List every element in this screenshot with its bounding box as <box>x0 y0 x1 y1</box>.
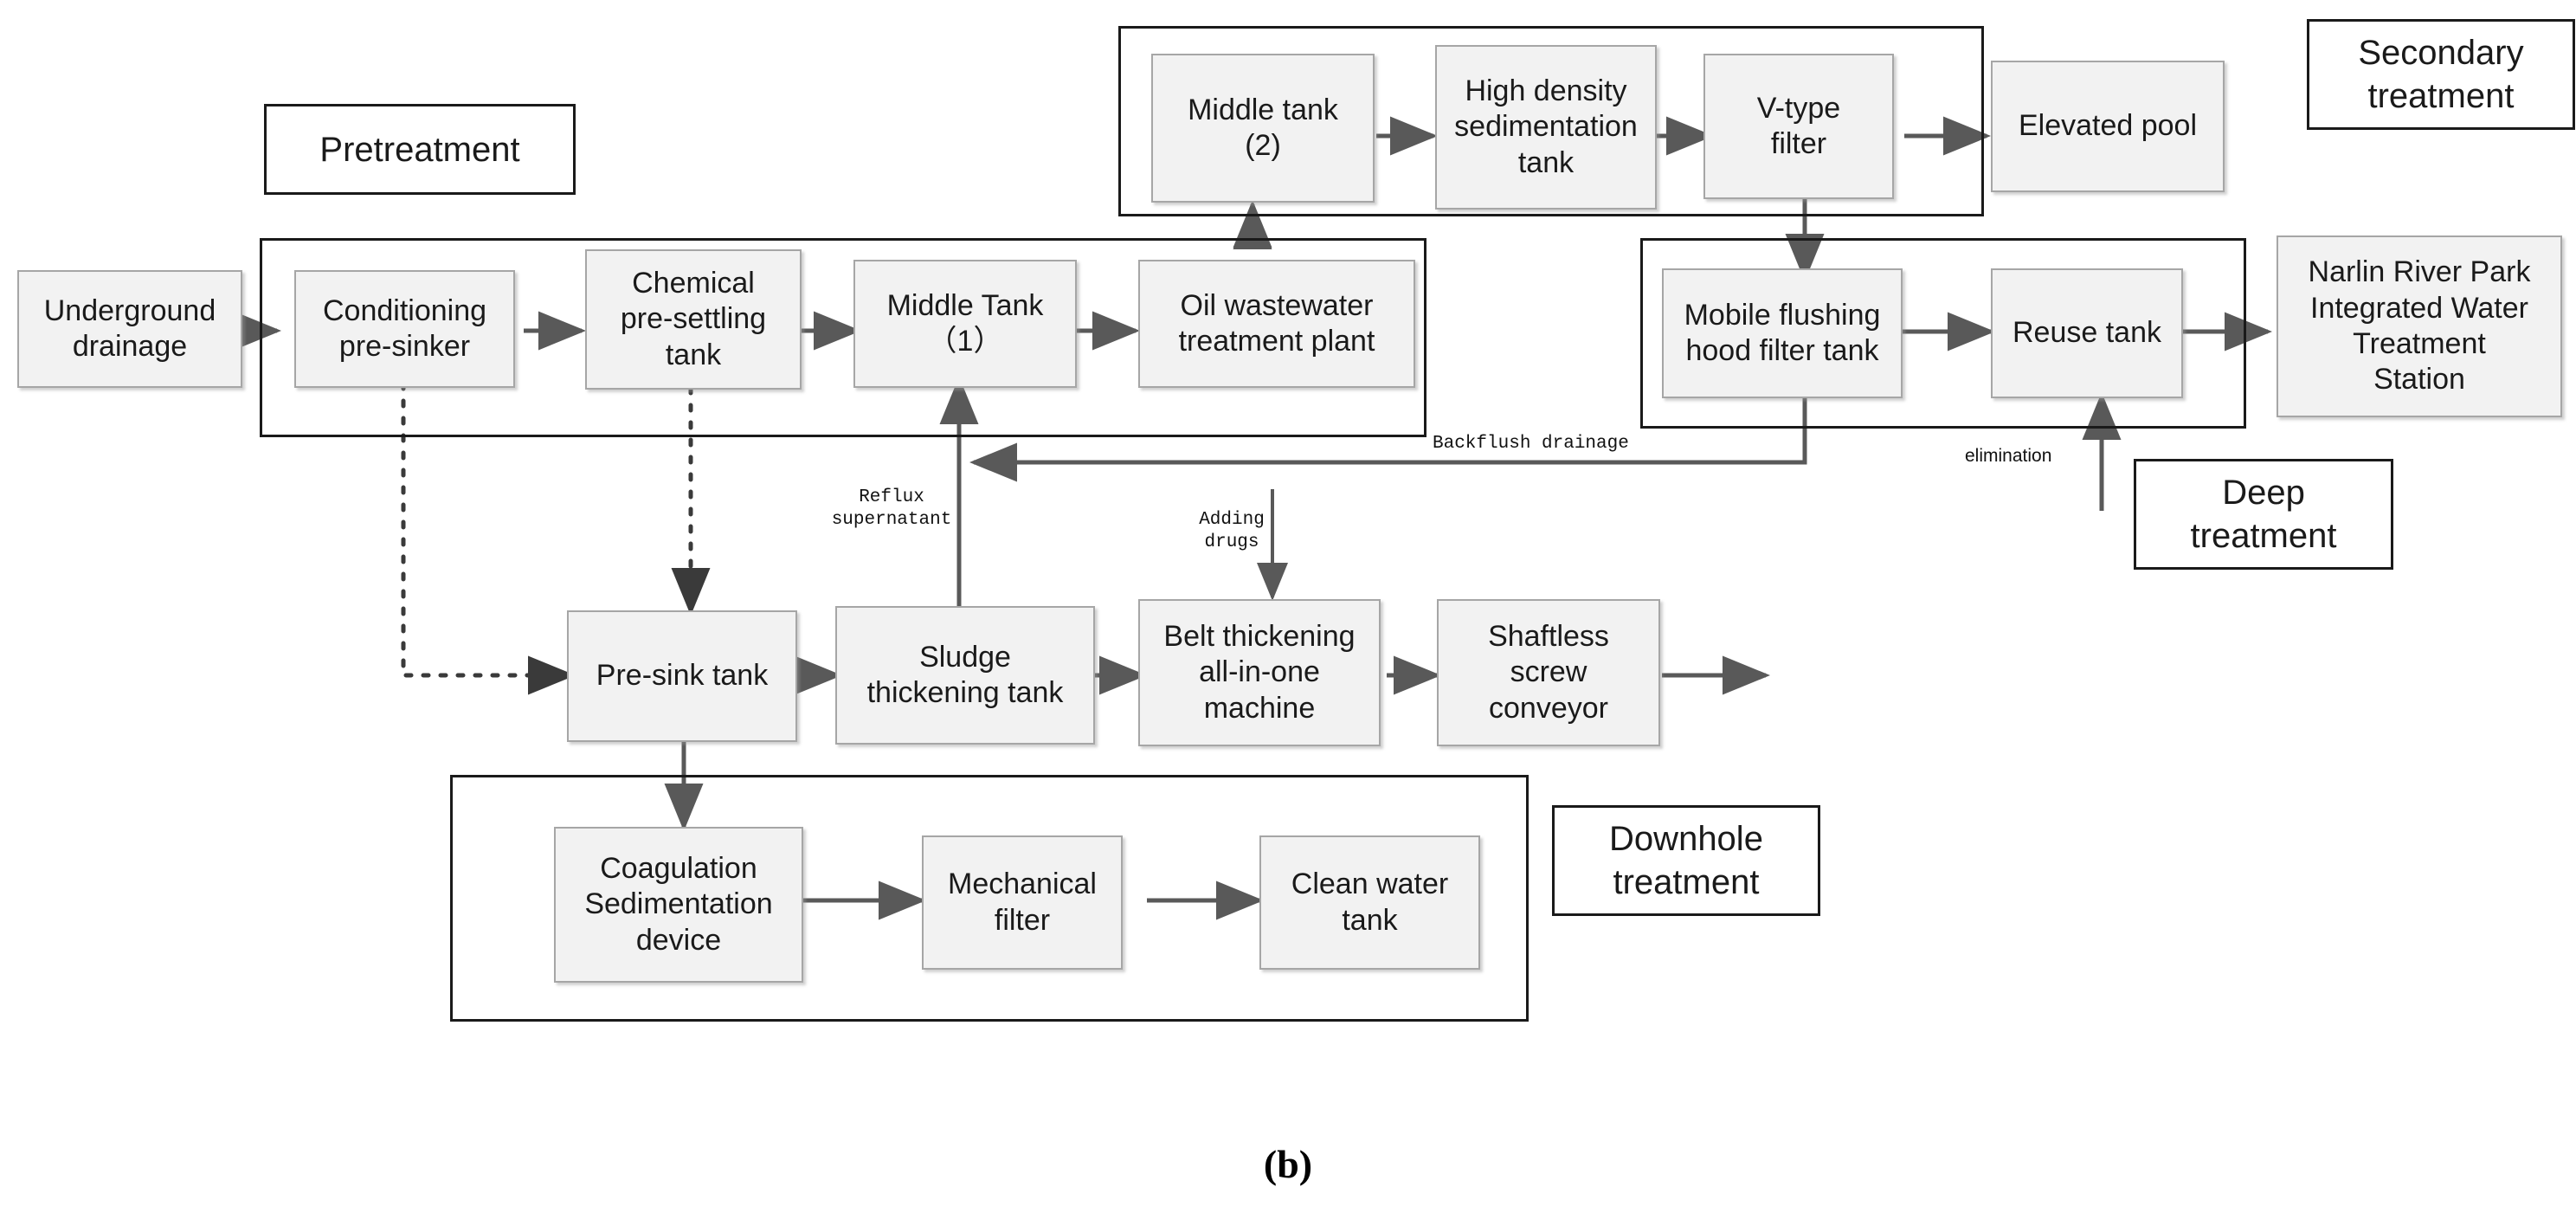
label-pretreatment: Pretreatment <box>264 104 576 195</box>
label-downhole-treatment: Downhole treatment <box>1552 805 1820 916</box>
figure-caption: (b) <box>1263 1142 1313 1186</box>
node-underground-drainage[interactable]: Underground drainage <box>17 270 242 388</box>
note-adding-drugs: Adding drugs <box>1199 510 1265 553</box>
label-secondary-treatment: Secondary treatment <box>2307 19 2575 130</box>
node-reuse-tank[interactable]: Reuse tank <box>1991 268 2183 398</box>
note-backflush-drainage: Backflush drainage <box>1433 434 1629 454</box>
label-deep-treatment: Deep treatment <box>2134 459 2393 570</box>
node-mechanical-filter[interactable]: Mechanical filter <box>922 835 1123 970</box>
group-secondary-treatment <box>1118 26 1984 216</box>
node-middle-tank-2[interactable]: Middle tank (2) <box>1151 54 1375 203</box>
node-v-type-filter[interactable]: V-type filter <box>1703 54 1894 199</box>
node-belt-thickening-all-in-one-machine[interactable]: Belt thickening all-in-one machine <box>1138 599 1381 746</box>
node-mobile-flushing-hood-filter-tank[interactable]: Mobile flushing hood filter tank <box>1662 268 1903 398</box>
node-clean-water-tank[interactable]: Clean water tank <box>1259 835 1480 970</box>
node-high-density-sedimentation-tank[interactable]: High density sedimentation tank <box>1435 45 1657 210</box>
node-middle-tank-1[interactable]: Middle Tank （1） <box>853 260 1077 388</box>
group-downhole-treatment <box>450 775 1529 1022</box>
node-conditioning-pre-sinker[interactable]: Conditioning pre-sinker <box>294 270 515 388</box>
node-pre-sink-tank[interactable]: Pre-sink tank <box>567 610 797 742</box>
node-coagulation-sedimentation-device[interactable]: Coagulation Sedimentation device <box>554 827 803 983</box>
group-pretreatment <box>260 238 1426 437</box>
note-reflux-supernatant: Reflux supernatant <box>831 487 952 531</box>
node-oil-wastewater-treatment-plant[interactable]: Oil wastewater treatment plant <box>1138 260 1415 388</box>
group-deep-treatment <box>1640 238 2246 429</box>
node-narlin-river-park-station[interactable]: Narlin River Park Integrated Water Treat… <box>2277 235 2562 417</box>
note-elimination: elimination <box>1965 446 2052 466</box>
node-shaftless-screw-conveyor[interactable]: Shaftless screw conveyor <box>1437 599 1660 746</box>
node-sludge-thickening-tank[interactable]: Sludge thickening tank <box>835 606 1095 745</box>
node-chemical-pre-settling-tank[interactable]: Chemical pre-settling tank <box>585 249 802 390</box>
node-elevated-pool[interactable]: Elevated pool <box>1991 61 2225 192</box>
